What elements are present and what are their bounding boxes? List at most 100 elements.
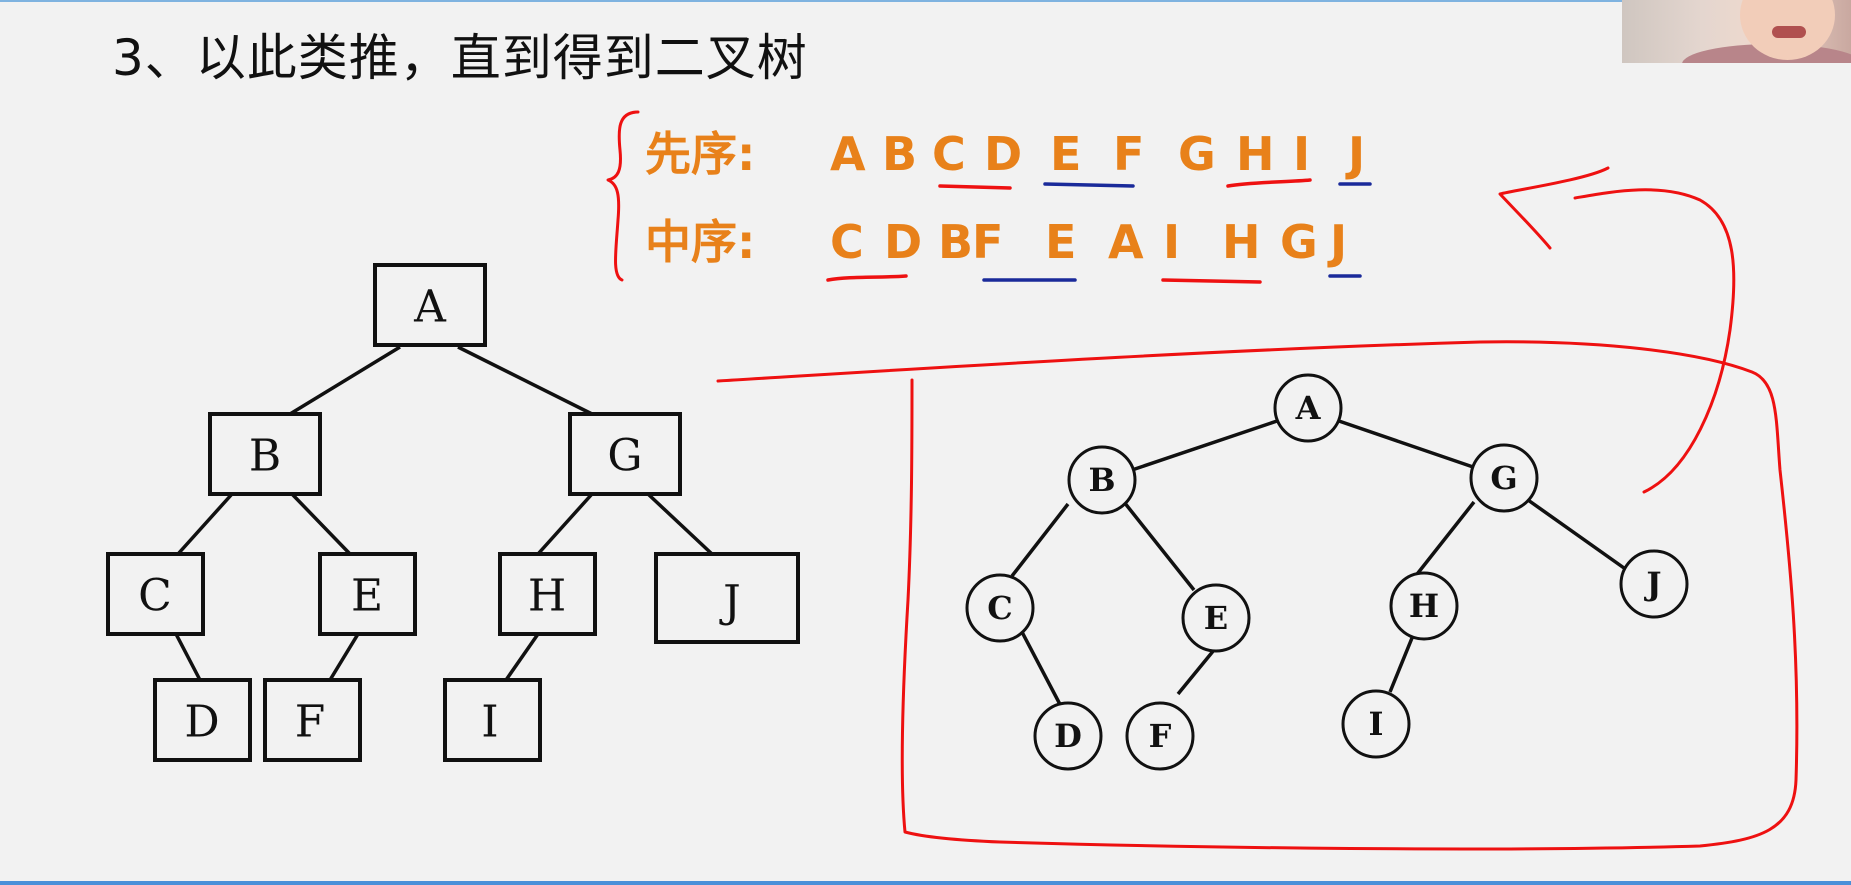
circle-node-d: D — [1033, 701, 1103, 771]
inorder-letter-1: D — [884, 215, 922, 269]
preorder-letter-5: F — [1113, 127, 1144, 181]
box-node-c: C — [106, 552, 205, 636]
circle-node-e: E — [1181, 583, 1251, 653]
circle-node-h: H — [1389, 571, 1459, 641]
cedge-g-h — [1412, 500, 1476, 580]
preorder-letter-2: C — [932, 127, 966, 181]
cedge-g-j — [1526, 498, 1626, 570]
edge-c-d — [174, 633, 202, 681]
inorder-letter-8: G — [1280, 215, 1318, 269]
circle-node-g-label: G — [1490, 459, 1517, 497]
circle-node-j: J — [1619, 549, 1689, 619]
box-node-j-label: J — [719, 577, 741, 628]
inorder-letter-9: J — [1327, 215, 1347, 269]
preorder-label: 先序: — [645, 127, 755, 181]
red-ink-annotations — [716, 166, 1799, 851]
circle-node-b-label: B — [1088, 461, 1115, 499]
circle-node-c-label: C — [987, 589, 1012, 627]
box-node-h: H — [498, 552, 597, 636]
inorder-letter-5: A — [1108, 215, 1144, 269]
slide-title: 3、以此类推，直到得到二叉树 — [112, 29, 808, 87]
inorder-letter-6: I — [1163, 215, 1180, 269]
box-node-f: F — [263, 678, 362, 762]
red-arrow-head — [1498, 166, 1610, 250]
edge-b-c — [176, 492, 234, 556]
box-node-b-label: B — [249, 431, 281, 482]
circle-node-i: I — [1341, 689, 1411, 759]
box-tree: A B G C E H J D — [106, 263, 800, 762]
red-arrow-stroke — [1573, 188, 1736, 494]
box-node-f-label: F — [295, 697, 326, 748]
preorder-letter-4: E — [1050, 127, 1081, 181]
circle-node-g: G — [1469, 443, 1539, 513]
circle-node-j-label: J — [1643, 565, 1661, 603]
box-node-g-label: G — [607, 431, 642, 482]
underline-preorder-hi — [1226, 178, 1312, 188]
box-node-a: A — [373, 263, 487, 347]
preorder-letter-7: H — [1236, 127, 1275, 181]
circle-tree: A B G C E H J D — [965, 373, 1689, 771]
preorder-letter-8: I — [1293, 127, 1310, 181]
presenter-video-thumbnail — [1622, 0, 1851, 63]
edge-a-b — [289, 345, 401, 416]
edge-a-g — [457, 345, 593, 416]
inorder-letter-7: H — [1222, 215, 1261, 269]
cedge-e-f — [1176, 648, 1216, 696]
edge-e-f — [328, 633, 360, 681]
box-node-i-label: I — [481, 697, 498, 748]
cedge-b-e — [1122, 500, 1196, 592]
preorder-letter-3: D — [984, 127, 1022, 181]
inorder-label: 中序: — [645, 215, 755, 269]
circle-node-c: C — [965, 573, 1035, 643]
box-node-g: G — [568, 412, 682, 496]
edge-b-e — [290, 492, 352, 556]
underline-preorder-cd — [938, 184, 1012, 190]
preorder-letter-1: B — [882, 127, 917, 181]
presenter-mouth — [1772, 26, 1806, 38]
circle-node-h-label: H — [1409, 587, 1439, 625]
red-enclosing-loop — [716, 340, 1799, 851]
inorder-letter-2: B — [938, 215, 973, 269]
cedge-c-d — [1020, 631, 1066, 713]
box-node-c-label: C — [138, 571, 172, 622]
inorder-letter-4: E — [1045, 215, 1076, 269]
cedge-a-g — [1335, 418, 1477, 470]
preorder-letter-6: G — [1178, 127, 1216, 181]
box-node-a-label: A — [413, 282, 447, 333]
circle-node-a-label: A — [1295, 389, 1322, 427]
box-node-b: B — [208, 412, 322, 496]
box-node-e: E — [318, 552, 417, 636]
edge-h-i — [504, 633, 540, 681]
cedge-a-b — [1131, 418, 1281, 472]
red-brace-annotation — [606, 110, 640, 282]
preorder-letter-9: J — [1345, 127, 1365, 181]
circle-node-e-label: E — [1204, 599, 1228, 637]
underline-inorder-cd — [826, 274, 908, 282]
inorder-letter-0: C — [830, 215, 864, 269]
cedge-h-i — [1388, 637, 1414, 693]
circle-node-f-label: F — [1149, 717, 1172, 755]
circle-node-f: F — [1125, 701, 1195, 771]
inorder-letter-3: F — [972, 215, 1003, 269]
box-node-e-label: E — [351, 571, 383, 622]
underline-preorder-ef — [1043, 182, 1135, 188]
box-node-h-label: H — [528, 571, 566, 622]
bottom-border-line — [0, 881, 1851, 885]
circle-node-d-label: D — [1054, 717, 1082, 755]
box-node-d: D — [153, 678, 252, 762]
box-node-j: J — [654, 552, 800, 644]
preorder-letter-0: A — [830, 127, 866, 181]
cedge-b-c — [1010, 502, 1070, 578]
underline-inorder-ih — [1161, 278, 1262, 284]
edge-g-h — [536, 492, 594, 556]
edge-g-j — [646, 492, 714, 556]
circle-node-b: B — [1067, 445, 1137, 515]
box-node-i: I — [443, 678, 542, 762]
top-border-line — [0, 0, 1851, 2]
circle-node-a: A — [1273, 373, 1343, 443]
box-node-d-label: D — [184, 697, 219, 748]
